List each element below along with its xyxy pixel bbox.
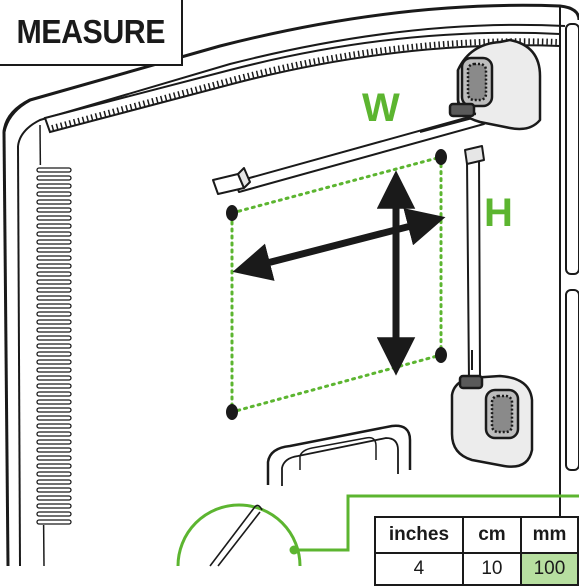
page-title: MEASURE [16, 13, 165, 50]
vent-slot [36, 231, 72, 237]
tape-measure-icon-bottom [450, 374, 534, 468]
vent-slot [36, 279, 72, 285]
vent-slot [36, 183, 72, 189]
vent-slot [36, 391, 72, 397]
title-box: MEASURE [0, 0, 183, 66]
vent-slot [36, 407, 72, 413]
vent-slot [36, 455, 72, 461]
vent-slot [36, 367, 72, 373]
table-row: 4 10 100 [374, 552, 579, 586]
vent-slot [36, 503, 72, 509]
leader-dot [289, 545, 299, 555]
vent-slot [36, 375, 72, 381]
vent-slot [36, 383, 72, 389]
vent-slot [36, 255, 72, 261]
cell-mm: 100 [519, 552, 579, 586]
vent-slot [36, 359, 72, 365]
vent-slot [36, 271, 72, 277]
vent-slot [36, 519, 72, 525]
stand-base [266, 424, 412, 486]
vent-slot [36, 447, 72, 453]
vent-slot [36, 439, 72, 445]
screw-detail [209, 504, 263, 567]
right-vent [565, 23, 579, 471]
col-header-inches: inches [374, 516, 464, 554]
vent-slot [36, 311, 72, 317]
vent-slot [36, 415, 72, 421]
measure-arrows [232, 170, 446, 376]
vent-slot [36, 471, 72, 477]
vent-slot [36, 199, 72, 205]
vesa-pattern [230, 155, 443, 414]
vent-slot [36, 327, 72, 333]
col-header-mm: mm [519, 516, 579, 554]
vent-slot [36, 511, 72, 517]
vent-slot [36, 319, 72, 325]
vent-slot [36, 247, 72, 253]
vent-slot [36, 175, 72, 181]
vent-slot [36, 287, 72, 293]
size-table-viewport: inches cm mm 4 10 100 [374, 516, 579, 586]
vent-slot [36, 423, 72, 429]
vent-slot [36, 463, 72, 469]
tv-measure-diagram [2, 3, 579, 567]
vent-slot [36, 207, 72, 213]
vent-slot [36, 495, 72, 501]
magnifier-icon [176, 494, 579, 567]
tv-back-panel [2, 3, 579, 567]
vent-slot [36, 167, 72, 173]
height-label: H [484, 191, 513, 235]
vent-slot [36, 215, 72, 221]
mounting-hole-icon [226, 149, 447, 420]
vent-slot [36, 335, 72, 341]
vent-slot [36, 303, 72, 309]
vent-slot [36, 487, 72, 493]
table-header-row: inches cm mm [374, 516, 579, 554]
vent-slot [36, 239, 72, 245]
cell-inches: 4 [374, 552, 464, 586]
cell-cm: 10 [461, 552, 522, 586]
vent-slot [36, 479, 72, 485]
vent-slot [36, 191, 72, 197]
tape-measure-icon [448, 38, 542, 131]
vent-slot [36, 431, 72, 437]
vent-slot [36, 399, 72, 405]
col-header-cm: cm [461, 516, 522, 554]
width-label: W [362, 86, 400, 130]
vent-slot [36, 263, 72, 269]
size-table: inches cm mm 4 10 100 [374, 516, 579, 586]
vent-slot [36, 351, 72, 357]
vent-slot [36, 295, 72, 301]
vent-slot [36, 223, 72, 229]
vent-slots [36, 167, 72, 525]
vertical-bracket [464, 145, 485, 383]
vent-slot [36, 343, 72, 349]
